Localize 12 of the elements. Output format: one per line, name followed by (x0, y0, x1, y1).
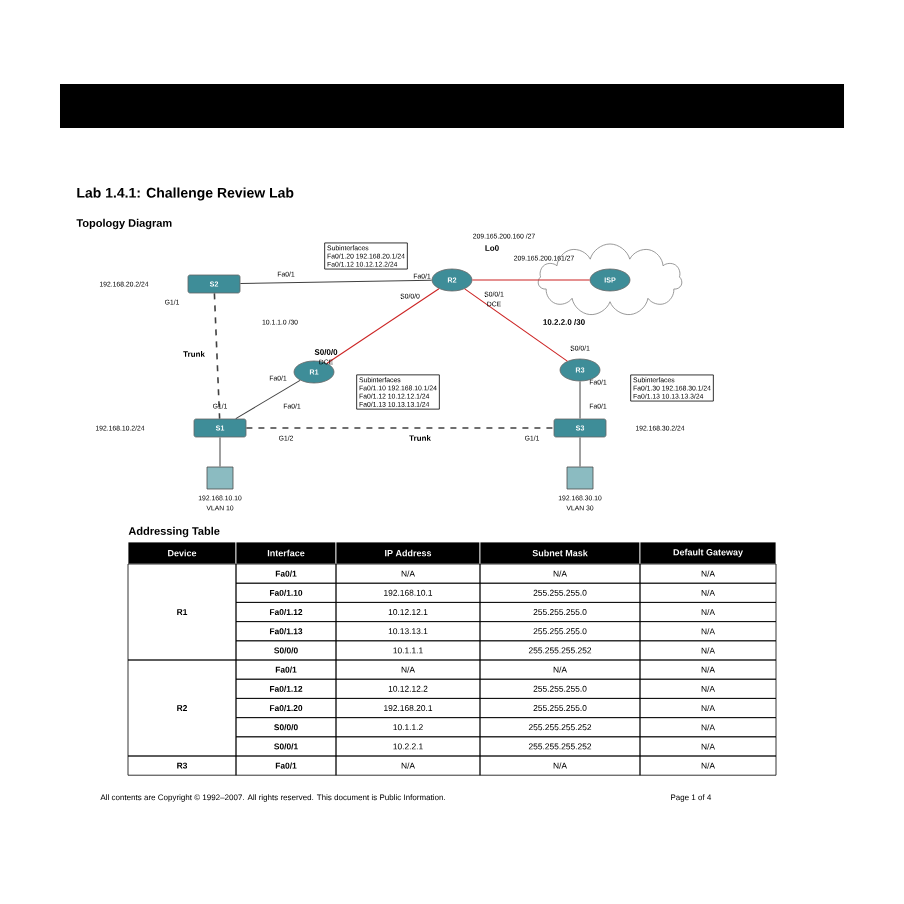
link-line (471, 279, 591, 281)
link-line (326, 288, 440, 364)
link-line (464, 288, 568, 362)
link-line (579, 436, 581, 468)
link-line (239, 279, 433, 285)
link-line (219, 436, 221, 468)
computer-icon (206, 466, 234, 490)
computer-icon (566, 466, 594, 490)
link-line (245, 427, 555, 429)
link-line (235, 379, 301, 420)
link-line (213, 292, 221, 420)
link-line (579, 380, 581, 420)
